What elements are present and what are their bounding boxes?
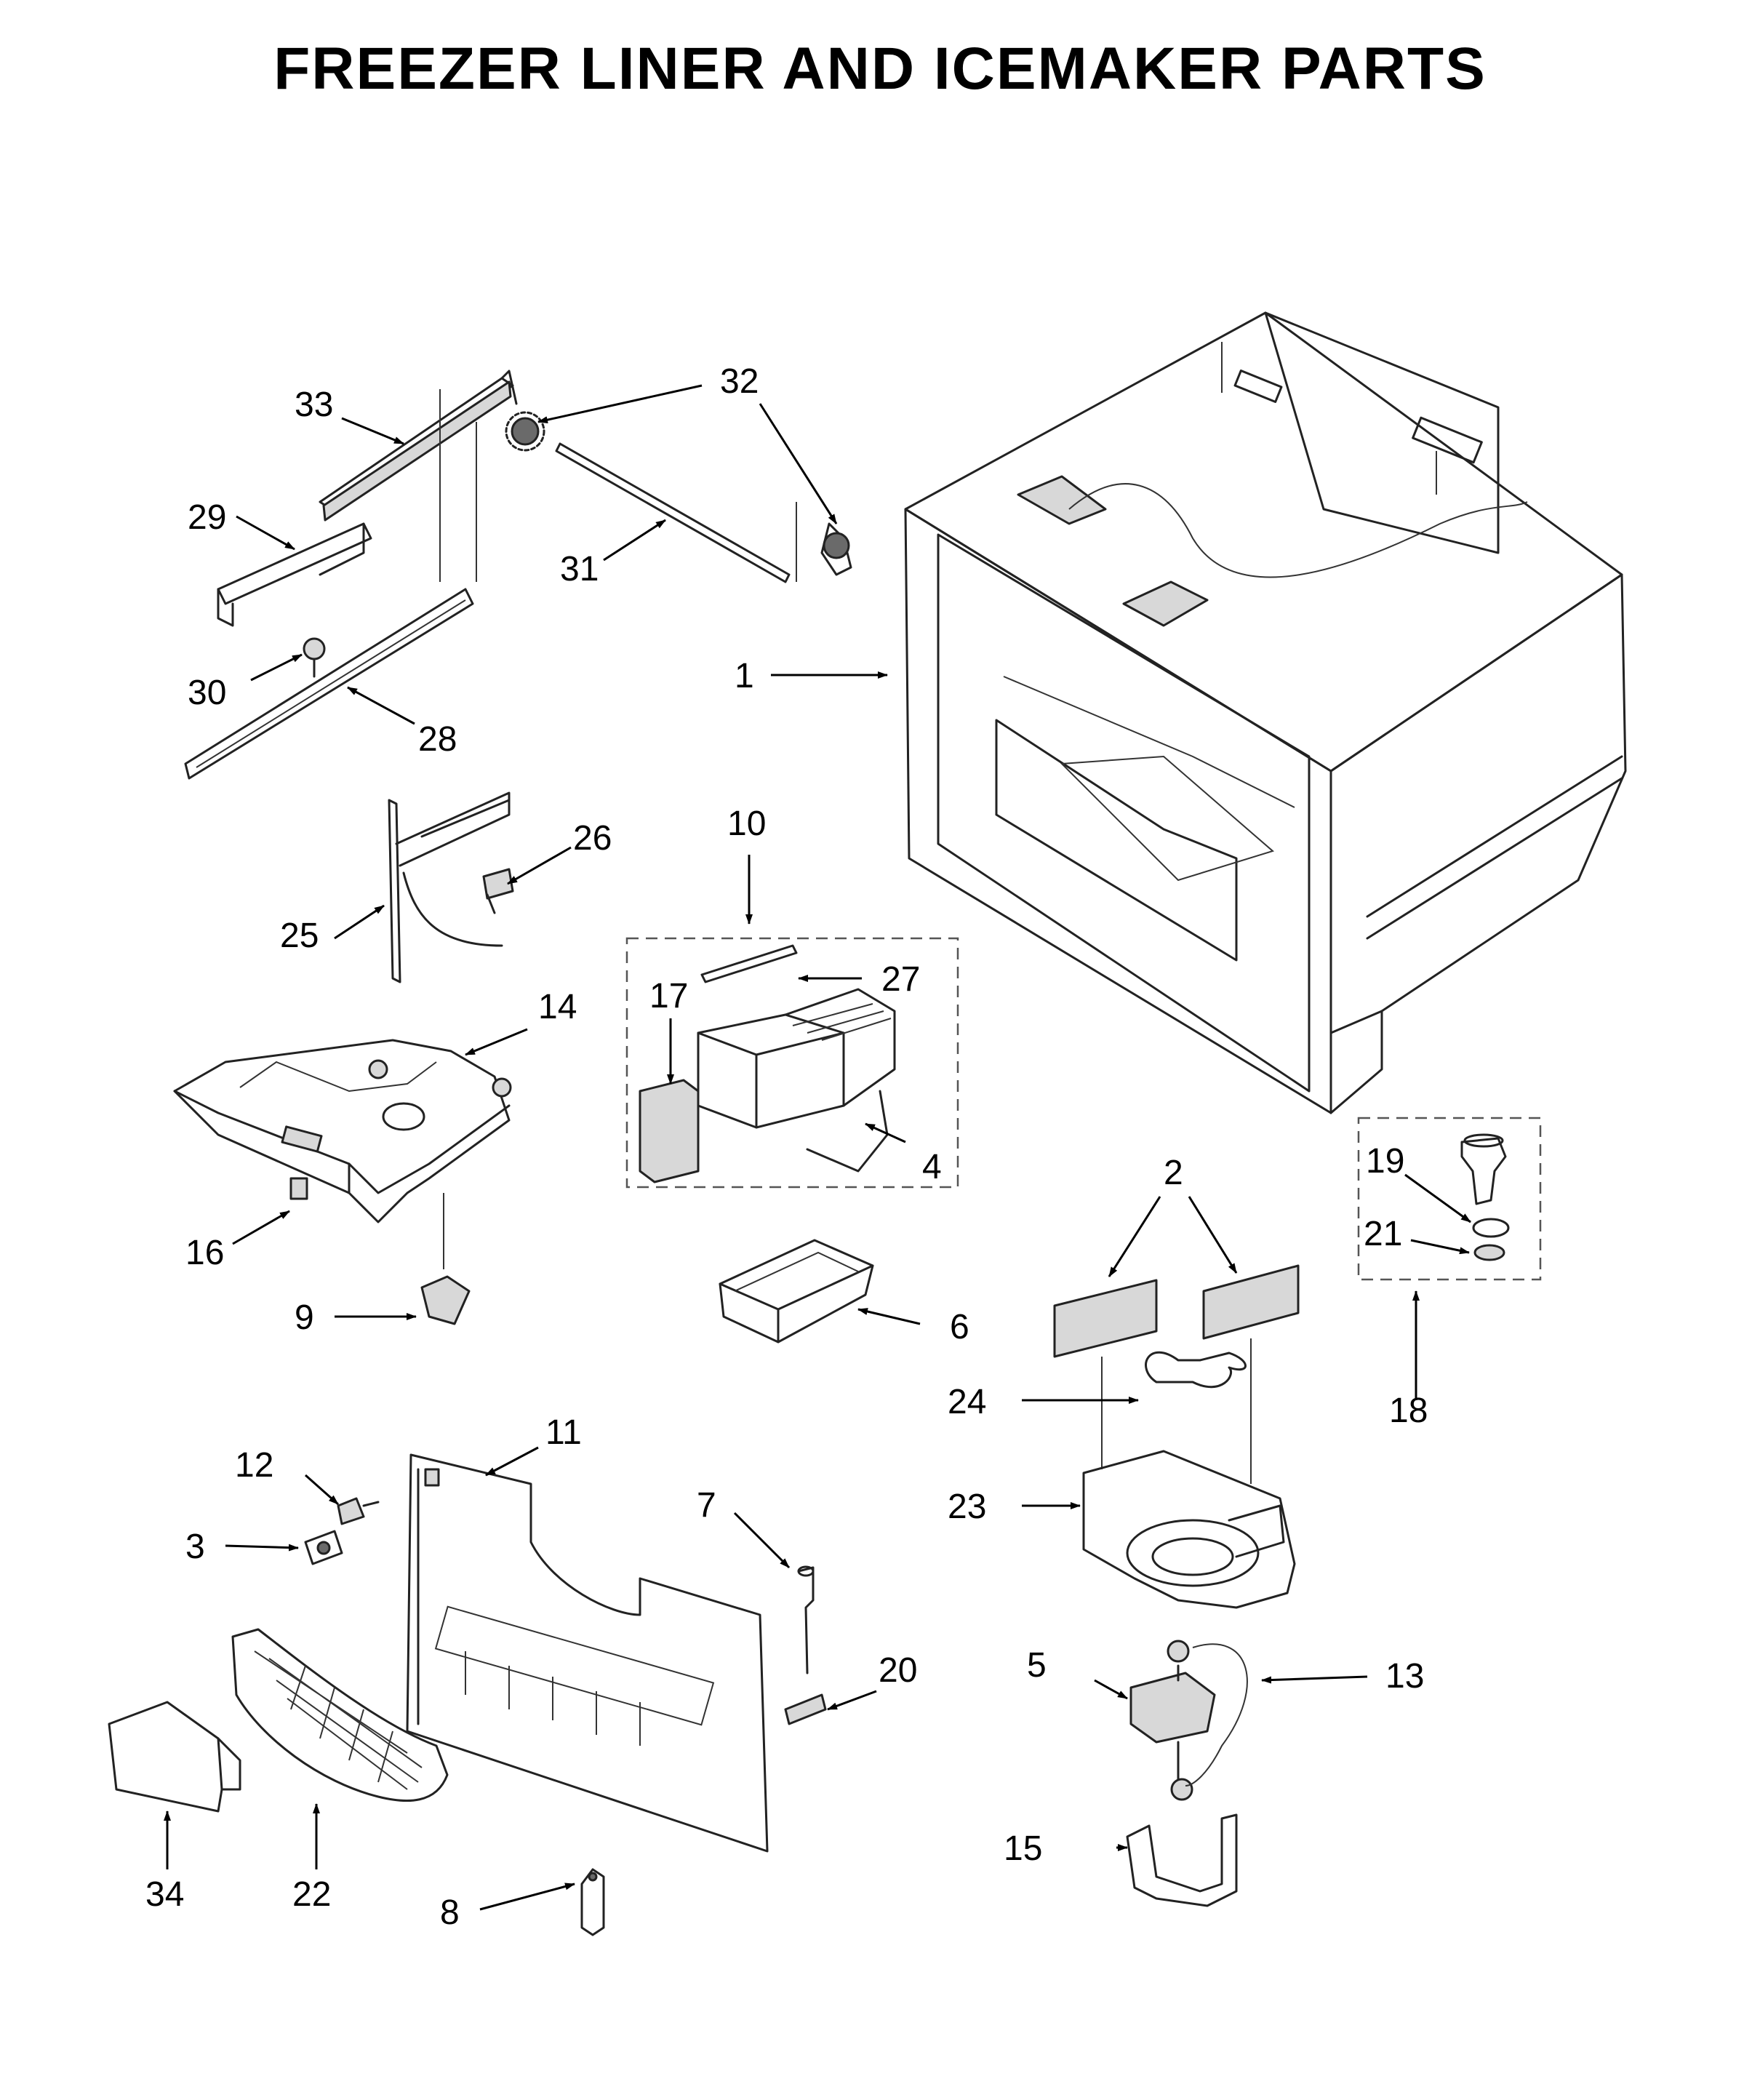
callout-11: 11 <box>545 1413 582 1452</box>
evaporator-fan-assembly <box>1053 1264 1300 1907</box>
callout-16: 16 <box>185 1234 224 1272</box>
freezer-liner <box>904 311 1627 1114</box>
leader-lines <box>164 384 1471 1911</box>
callout-22: 22 <box>292 1875 331 1914</box>
callout-labels: 1 2 3 4 5 6 7 8 9 10 11 12 13 14 15 16 1… <box>145 362 1428 1932</box>
callout-32: 32 <box>720 362 759 401</box>
callout-3: 3 <box>185 1528 205 1566</box>
callout-30: 30 <box>188 674 226 712</box>
callout-23: 23 <box>948 1488 986 1526</box>
callout-13: 13 <box>1385 1657 1424 1696</box>
damper-control <box>304 1497 380 1565</box>
callout-29: 29 <box>188 498 226 537</box>
callout-14: 14 <box>538 988 577 1026</box>
callout-24: 24 <box>948 1383 986 1421</box>
callout-20: 20 <box>879 1651 917 1690</box>
callout-17: 17 <box>649 977 688 1015</box>
callout-27: 27 <box>881 960 920 999</box>
callout-12: 12 <box>235 1446 273 1485</box>
callout-6: 6 <box>950 1308 969 1346</box>
diagram-title: FREEZER LINER AND ICEMAKER PARTS <box>273 36 1487 102</box>
fan-grille <box>108 1628 449 1813</box>
icemaker-assembly <box>625 937 959 1189</box>
bracket <box>388 791 514 983</box>
callout-18: 18 <box>1389 1392 1428 1430</box>
callout-26: 26 <box>573 819 612 858</box>
water-fitting-assembly <box>1357 1117 1542 1281</box>
ice-bin <box>719 1239 874 1344</box>
callout-5: 5 <box>1027 1646 1047 1685</box>
callout-21: 21 <box>1364 1215 1402 1253</box>
callout-28: 28 <box>418 720 457 759</box>
slide-rail-assembly <box>184 370 518 780</box>
callout-19: 19 <box>1366 1142 1404 1181</box>
rod-and-gears <box>505 411 852 583</box>
callout-25: 25 <box>280 917 319 955</box>
callout-4: 4 <box>922 1148 942 1186</box>
callout-31: 31 <box>560 550 599 588</box>
callout-10: 10 <box>727 805 766 843</box>
callout-7: 7 <box>697 1486 716 1525</box>
callout-8: 8 <box>440 1893 460 1932</box>
callout-33: 33 <box>295 386 333 424</box>
callout-15: 15 <box>1004 1829 1042 1868</box>
ice-bin-housing <box>173 1039 512 1325</box>
callout-1: 1 <box>735 657 754 695</box>
callout-2: 2 <box>1164 1154 1183 1192</box>
callout-34: 34 <box>145 1875 184 1914</box>
callout-9: 9 <box>295 1298 314 1337</box>
evaporator-cover-panel <box>406 1453 827 1936</box>
